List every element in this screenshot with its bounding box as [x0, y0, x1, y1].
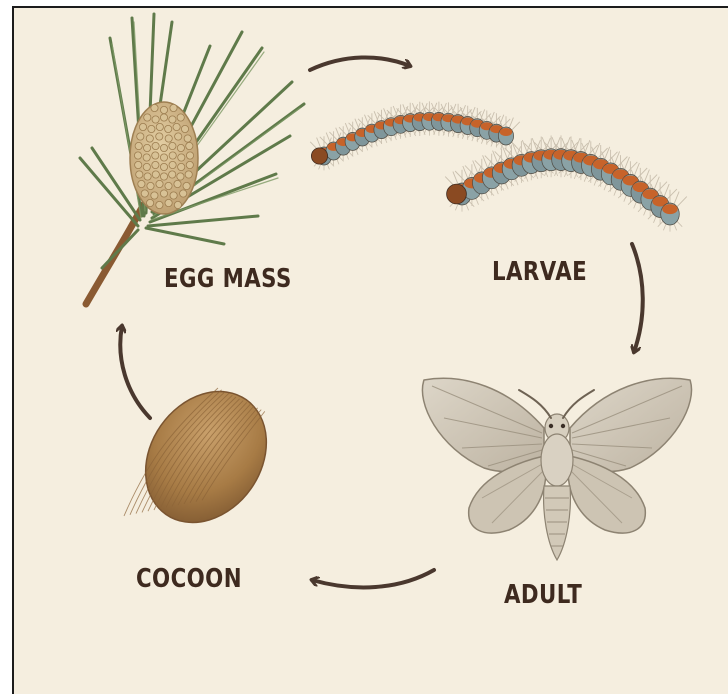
moth-forewing-left [422, 378, 544, 471]
arrow-adult-to-cocoon [312, 570, 434, 587]
stage-label-cocoon: COCOON [136, 564, 242, 594]
egg-cluster [130, 102, 198, 214]
larvae-illustration [310, 101, 687, 231]
stage-label-larvae: LARVAE [492, 257, 587, 287]
diagram-artwork [14, 8, 728, 694]
moth-forewing-right [570, 378, 692, 471]
larva-lower [445, 135, 687, 231]
life-cycle-diagram: EGG MASS LARVAE ADULT COCOON [12, 6, 728, 694]
arrow-egg-to-larvae [310, 57, 410, 70]
arrow-larvae-to-adult [632, 244, 643, 352]
arrow-cocoon-to-egg [120, 326, 150, 418]
larva-upper [310, 101, 520, 170]
stage-label-adult: ADULT [504, 580, 582, 610]
stage-label-egg-mass: EGG MASS [164, 264, 292, 294]
egg-mass-illustration [80, 14, 304, 304]
cocoon-illustration [121, 368, 291, 546]
moth-body [541, 414, 573, 560]
adult-moth-illustration [422, 378, 691, 560]
